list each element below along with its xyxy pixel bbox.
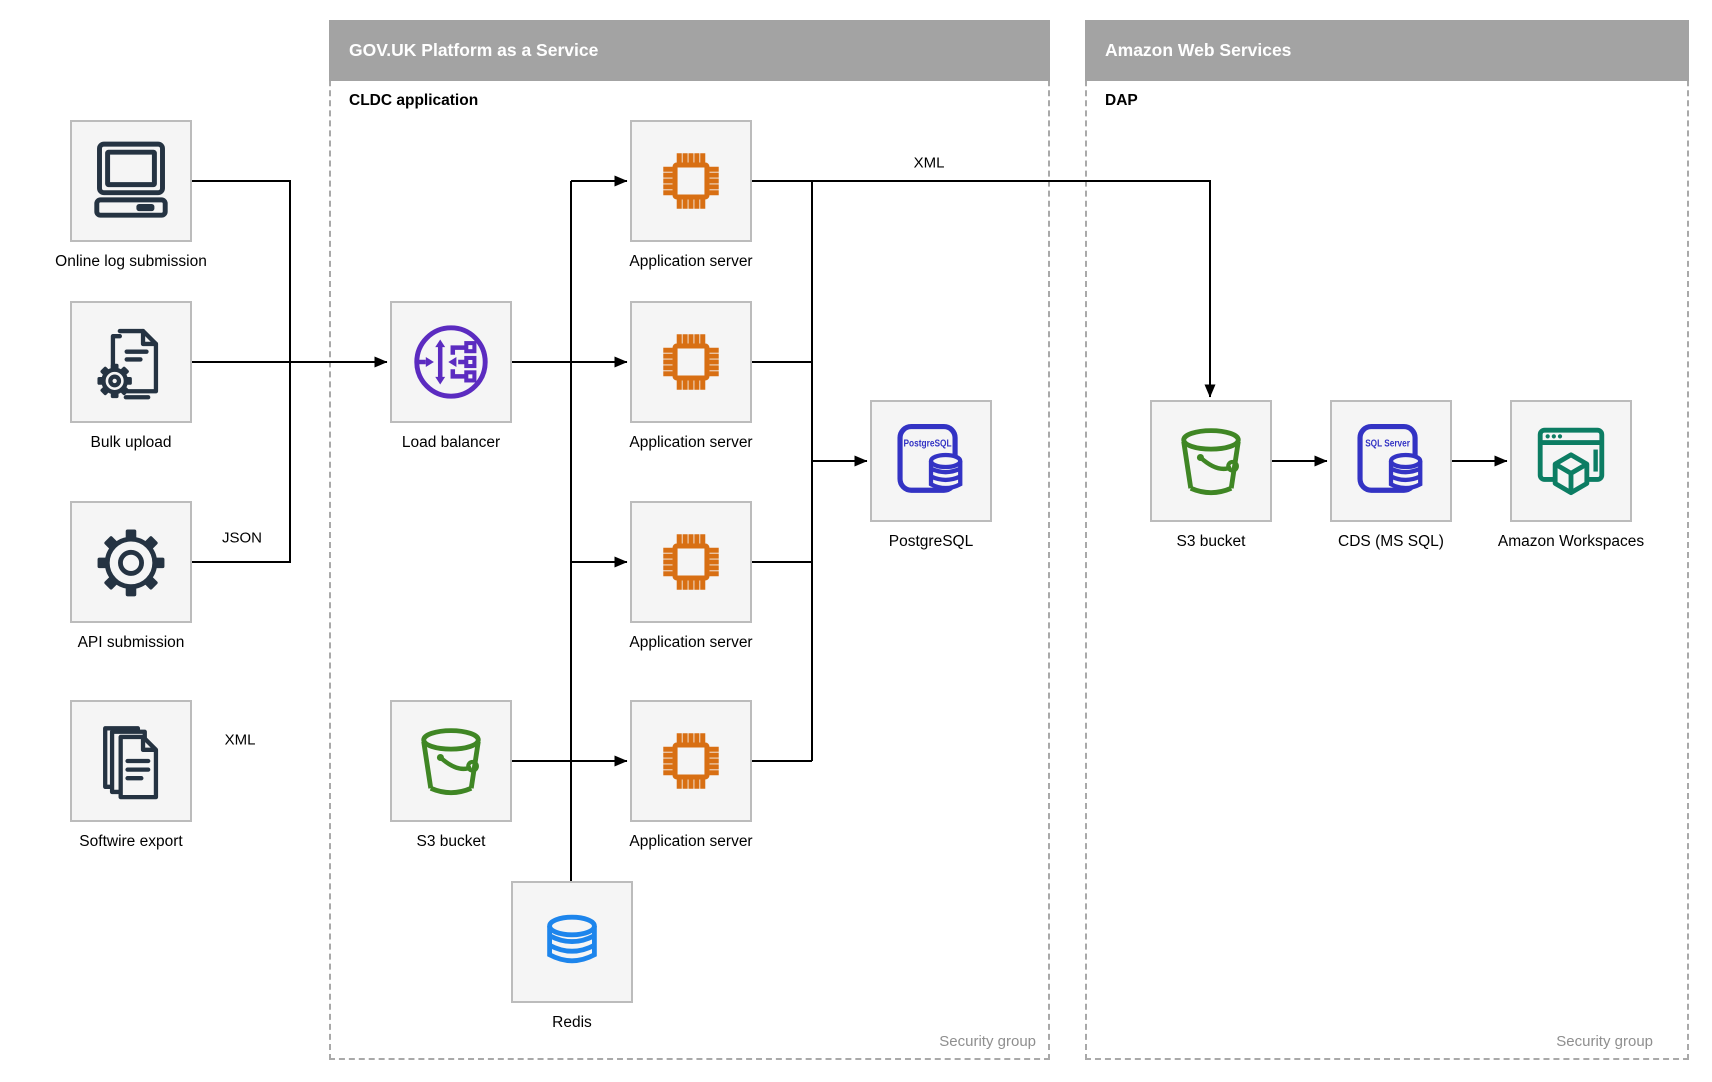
node-label: Application server xyxy=(629,253,753,270)
container-sublabel-dap: DAP xyxy=(1105,92,1138,109)
node-label: Softwire export xyxy=(79,833,183,850)
database-icon xyxy=(547,914,597,964)
security-group-label-aws: Security group xyxy=(1556,1033,1653,1050)
gear-icon xyxy=(97,529,165,597)
node-application-server-3: Application server xyxy=(629,501,753,651)
node-softwire-export: Softwire export xyxy=(70,700,192,850)
node-online-log-submission: Online log submission xyxy=(55,120,207,270)
node-label: Online log submission xyxy=(55,253,207,270)
security-group-label-paas: Security group xyxy=(939,1033,1036,1050)
node-label: Application server xyxy=(629,434,753,451)
edge-label-xml-top: XML xyxy=(913,154,945,172)
load-balancer-icon xyxy=(414,325,488,399)
node-s3-bucket-aws: S3 bucket xyxy=(1150,400,1272,550)
container-header-aws: Amazon Web Services xyxy=(1085,20,1689,81)
bucket-icon xyxy=(421,728,481,796)
node-label: PostgreSQL xyxy=(888,533,974,550)
chip-icon xyxy=(663,534,719,590)
edge-online-and-api-junction xyxy=(192,180,291,563)
node-label: Application server xyxy=(629,833,753,850)
node-application-server-1: Application server xyxy=(629,120,753,270)
node-label: Load balancer xyxy=(401,434,501,451)
node-amazon-workspaces: Amazon Workspaces xyxy=(1498,400,1644,550)
bucket-icon xyxy=(1181,428,1241,496)
postgresql-icon-text: PostgreSQL xyxy=(903,438,951,449)
node-label: CDS (MS SQL) xyxy=(1338,533,1444,550)
documents-gear-icon xyxy=(97,328,159,400)
node-cds-ms-sql: SQL Server CDS (MS SQL) xyxy=(1330,400,1452,550)
node-label: Redis xyxy=(552,1014,592,1031)
edge-label-xml-softwire: XML xyxy=(224,731,256,749)
sql-server-icon-text: SQL Server xyxy=(1365,438,1410,449)
node-label: S3 bucket xyxy=(1176,533,1246,550)
node-application-server-2: Application server xyxy=(629,301,753,451)
node-redis: Redis xyxy=(511,881,633,1031)
edge-label-json: JSON xyxy=(221,529,263,547)
node-label: Amazon Workspaces xyxy=(1497,533,1645,550)
workspaces-icon xyxy=(1537,427,1605,496)
container-header-paas: GOV.UK Platform as a Service xyxy=(329,20,1050,81)
node-label: Bulk upload xyxy=(90,434,172,451)
postgresql-icon: PostgreSQL xyxy=(897,424,963,493)
node-bulk-upload: Bulk upload xyxy=(70,301,192,451)
node-label: Application server xyxy=(629,634,753,651)
desktop-computer-icon xyxy=(94,141,168,218)
chip-icon xyxy=(663,733,719,789)
chip-icon xyxy=(663,153,719,209)
container-sublabel-cldc: CLDC application xyxy=(349,92,479,109)
container-aws: Amazon Web Services DAP Security group xyxy=(1085,20,1689,1060)
sql-server-icon: SQL Server xyxy=(1357,424,1423,493)
container-govuk-paas: GOV.UK Platform as a Service CLDC applic… xyxy=(329,20,1050,1060)
node-load-balancer: Load balancer xyxy=(390,301,512,451)
document-stack-icon xyxy=(103,726,159,800)
node-label: S3 bucket xyxy=(416,833,486,850)
node-postgresql: PostgreSQL PostgreSQL xyxy=(870,400,992,550)
node-api-submission: API submission xyxy=(70,501,192,651)
node-label: API submission xyxy=(77,634,185,651)
node-application-server-4: Application server xyxy=(629,700,753,850)
chip-icon xyxy=(663,334,719,390)
node-s3-bucket-paas: S3 bucket xyxy=(390,700,512,850)
